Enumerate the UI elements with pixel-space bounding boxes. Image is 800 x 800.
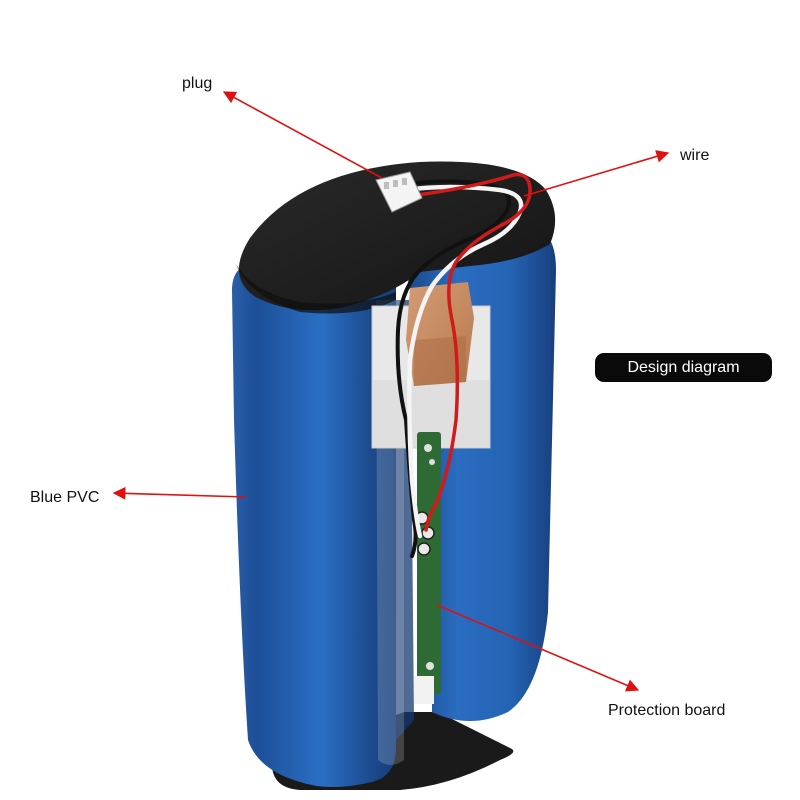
plug-arrow: [222, 91, 383, 179]
pcb-pad: [421, 526, 435, 540]
cap-rim: [236, 264, 396, 314]
left-cell: [232, 262, 396, 787]
wire-label: wire: [680, 147, 710, 164]
nickel-strip-shadow: [414, 336, 466, 386]
blue-pvc-label: Blue PVC: [30, 489, 100, 506]
protection-board-pcb: [417, 432, 441, 694]
red-wire: [408, 172, 532, 532]
pcb-pad: [426, 662, 434, 670]
battery-pack: [232, 161, 556, 790]
white-wire: [401, 184, 524, 539]
protection-board-label: Protection board: [608, 702, 726, 719]
plug-label: plug: [182, 75, 213, 92]
design-diagram-text: Design diagram: [627, 358, 740, 376]
pcb-pad: [429, 459, 435, 465]
design-diagram-badge: Design diagram: [595, 353, 772, 382]
pcb-bottom-tab: [414, 676, 434, 704]
wire-arrow: [523, 150, 670, 197]
pcb-pad: [417, 542, 431, 556]
plug-connector: [375, 171, 423, 213]
pvc-arrow: [112, 486, 247, 500]
pointer-arrows: [112, 91, 670, 692]
board-arrow: [436, 604, 640, 692]
top-cap: [238, 161, 556, 311]
pcb-pad: [424, 444, 432, 452]
